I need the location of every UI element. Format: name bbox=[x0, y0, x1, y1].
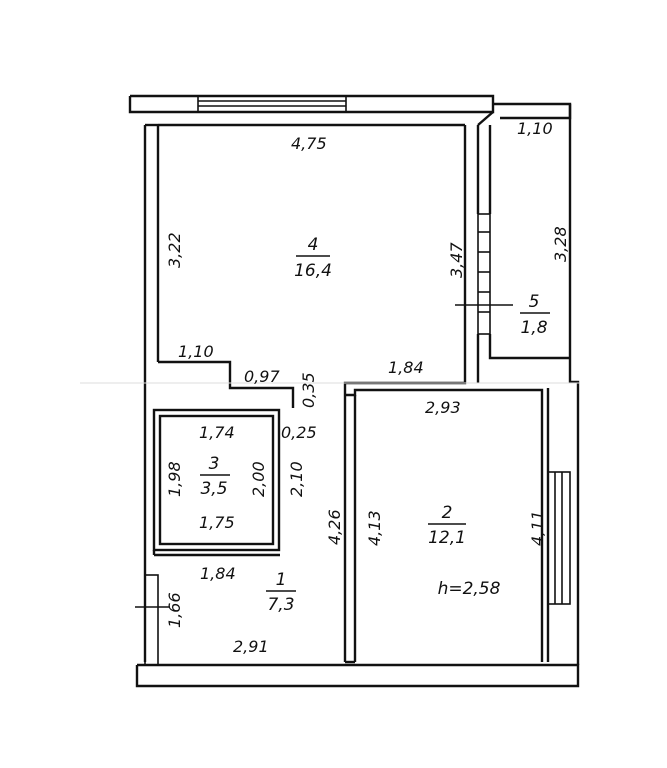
dim-room2-top: 2,93 bbox=[425, 398, 461, 417]
dim-room3-left: 1,98 bbox=[165, 461, 184, 497]
dim-room2-right: 4,11 bbox=[528, 510, 547, 546]
bottom-wall bbox=[135, 663, 580, 688]
room4-bottom-steps bbox=[158, 360, 295, 408]
room-2-walls bbox=[343, 388, 544, 664]
room2-top bbox=[345, 388, 544, 662]
room-3-walls bbox=[152, 408, 281, 557]
dim-room3-right: 2,00 bbox=[249, 461, 268, 497]
dim-room4-top: 4,75 bbox=[291, 134, 327, 153]
entrance-door bbox=[135, 574, 170, 666]
window-top bbox=[197, 95, 347, 113]
dim-room5-top: 1,10 bbox=[517, 119, 553, 138]
dim-corridor-2-10: 2,10 bbox=[287, 461, 306, 497]
dimension-labels: 4,75 3,22 3,47 1,10 0,97 0,35 0,25 1,84 … bbox=[165, 119, 570, 656]
room5-bottom bbox=[488, 334, 570, 360]
room3-inner bbox=[158, 414, 275, 546]
room3-area: 3,5 bbox=[200, 479, 227, 499]
right-wall-outer bbox=[568, 104, 580, 665]
ceiling-height-label: h=2,58 bbox=[438, 579, 501, 599]
window-right bbox=[547, 471, 571, 605]
dim-room2-left: 4,13 bbox=[365, 510, 384, 546]
dim-room1-bottom: 2,91 bbox=[233, 637, 269, 656]
top-wall-right bbox=[493, 102, 572, 120]
dim-step-1-10: 1,10 bbox=[178, 342, 214, 361]
dim-step-0-35: 0,35 bbox=[299, 372, 318, 408]
outer-walls bbox=[128, 94, 580, 688]
room1-number: 1 bbox=[276, 570, 287, 590]
door-4-5 bbox=[477, 213, 491, 335]
room-labels: 4 16,4 5 1,8 3 3,5 1 7,3 2 12,1 h=2,58 bbox=[200, 235, 550, 615]
dim-room2-top-outer: 1,84 bbox=[388, 358, 424, 377]
room5-number: 5 bbox=[529, 292, 540, 312]
room4-number: 4 bbox=[308, 235, 319, 255]
dim-step-0-25: 0,25 bbox=[281, 423, 317, 442]
dim-room1-right: 4,26 bbox=[325, 509, 344, 545]
dim-room1-left: 1,66 bbox=[165, 592, 184, 628]
room4-area: 16,4 bbox=[294, 261, 332, 281]
dim-room3-top: 1,74 bbox=[199, 423, 235, 442]
dim-room1-top: 1,84 bbox=[200, 564, 236, 583]
dim-room5-right: 3,28 bbox=[551, 226, 570, 262]
room1-area: 7,3 bbox=[267, 595, 294, 615]
room5-area: 1,8 bbox=[520, 318, 547, 338]
room2-number: 2 bbox=[442, 503, 453, 523]
room-4-walls bbox=[158, 111, 570, 408]
room3-outer bbox=[152, 408, 281, 552]
dim-room4-left: 3,22 bbox=[165, 232, 184, 268]
dim-step-0-97: 0,97 bbox=[244, 367, 280, 386]
room3-number: 3 bbox=[209, 454, 220, 474]
dim-room3-bottom: 1,75 bbox=[199, 513, 235, 532]
dim-room4-right: 3,47 bbox=[447, 242, 466, 278]
room2-area: 12,1 bbox=[428, 528, 466, 548]
top-wall bbox=[128, 94, 495, 114]
